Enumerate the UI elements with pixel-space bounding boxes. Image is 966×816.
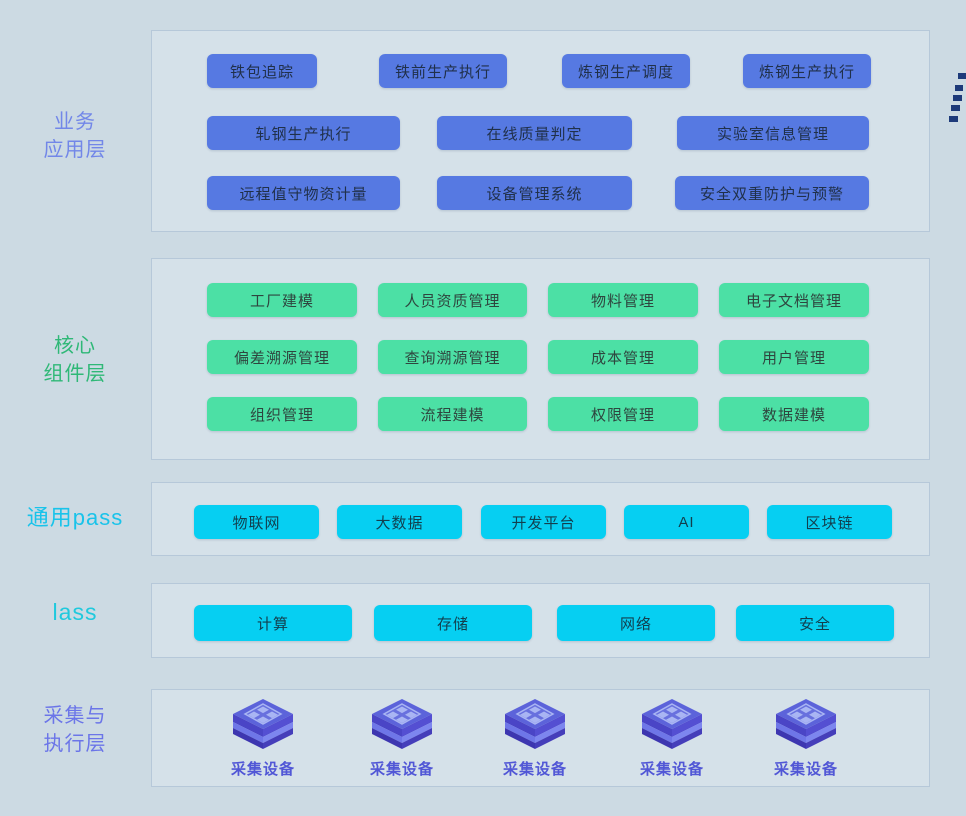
device-item[interactable]: 采集设备 — [347, 696, 457, 779]
module-button[interactable]: 存储 — [374, 605, 532, 641]
module-button[interactable]: 用户管理 — [719, 340, 869, 374]
module-button[interactable]: 炼钢生产执行 — [743, 54, 871, 88]
edge-dash-icon — [955, 85, 963, 91]
module-button[interactable]: 物联网 — [194, 505, 319, 539]
device-label: 采集设备 — [230, 761, 295, 778]
layer-label-collect: 采集与 执行层 — [43, 705, 107, 755]
module-button[interactable]: 网络 — [557, 605, 715, 641]
layer-label-iaas: lass — [52, 599, 98, 625]
module-button[interactable]: 查询溯源管理 — [378, 340, 527, 374]
module-button[interactable]: 权限管理 — [548, 397, 698, 431]
module-button[interactable]: 人员资质管理 — [378, 283, 527, 317]
module-button[interactable]: 安全 — [736, 605, 894, 641]
module-button[interactable]: 成本管理 — [548, 340, 698, 374]
module-button[interactable]: 轧钢生产执行 — [207, 116, 400, 150]
device-item[interactable]: 采集设备 — [751, 696, 861, 779]
device-label: 采集设备 — [369, 761, 434, 778]
module-button[interactable]: 在线质量判定 — [437, 116, 632, 150]
module-button[interactable]: 实验室信息管理 — [677, 116, 869, 150]
module-button[interactable]: 偏差溯源管理 — [207, 340, 357, 374]
module-button[interactable]: 物料管理 — [548, 283, 698, 317]
device-cube-icon — [232, 698, 294, 750]
device-item[interactable]: 采集设备 — [208, 696, 318, 779]
device-cube-icon — [775, 698, 837, 750]
module-button[interactable]: 炼钢生产调度 — [562, 54, 690, 88]
module-button[interactable]: 工厂建模 — [207, 283, 357, 317]
module-button[interactable]: 计算 — [194, 605, 352, 641]
device-cube-icon — [504, 698, 566, 750]
module-button[interactable]: 安全双重防护与预警 — [675, 176, 869, 210]
device-label: 采集设备 — [773, 761, 838, 778]
module-button[interactable]: 铁包追踪 — [207, 54, 317, 88]
layer-label-core: 核心 组件层 — [43, 335, 107, 385]
module-button[interactable]: AI — [624, 505, 749, 539]
module-button[interactable]: 组织管理 — [207, 397, 357, 431]
edge-dash-icon — [951, 105, 960, 111]
module-button[interactable]: 铁前生产执行 — [379, 54, 507, 88]
layer-label-business: 业务 应用层 — [43, 111, 107, 161]
device-cube-icon — [371, 698, 433, 750]
module-button[interactable]: 电子文档管理 — [719, 283, 869, 317]
module-button[interactable]: 区块链 — [767, 505, 892, 539]
device-cube-icon — [641, 698, 703, 750]
edge-dash-icon — [949, 116, 958, 122]
device-label: 采集设备 — [502, 761, 567, 778]
module-button[interactable]: 开发平台 — [481, 505, 606, 539]
device-item[interactable]: 采集设备 — [617, 696, 727, 779]
edge-dash-icon — [958, 73, 966, 79]
module-button[interactable]: 远程值守物资计量 — [207, 176, 400, 210]
module-button[interactable]: 设备管理系统 — [437, 176, 632, 210]
module-button[interactable]: 数据建模 — [719, 397, 869, 431]
device-label: 采集设备 — [639, 761, 704, 778]
module-button[interactable]: 流程建模 — [378, 397, 527, 431]
edge-dash-icon — [953, 95, 962, 101]
layer-label-paas: 通用pass — [26, 505, 124, 530]
device-item[interactable]: 采集设备 — [480, 696, 590, 779]
module-button[interactable]: 大数据 — [337, 505, 462, 539]
